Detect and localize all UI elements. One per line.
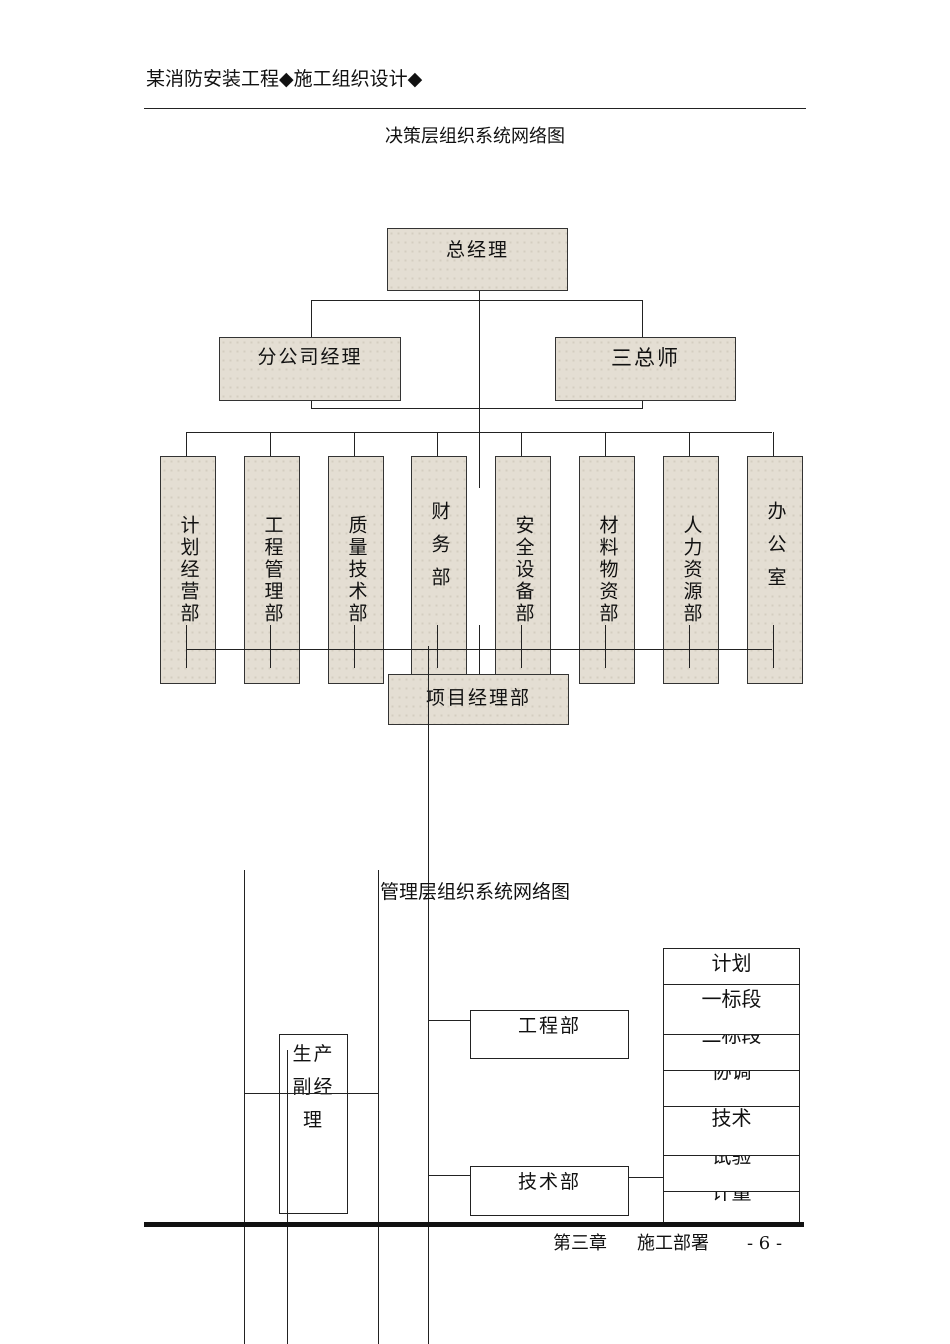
footer: 第三章 施工部署 - 6 -	[553, 1229, 782, 1255]
connector	[773, 625, 774, 668]
connector	[354, 432, 355, 478]
item-label: 计量	[711, 1191, 752, 1204]
connector	[428, 1020, 470, 1021]
dept-column: 质量技术部	[328, 456, 384, 684]
connector	[186, 432, 187, 478]
connector	[773, 432, 774, 478]
connector	[270, 432, 271, 478]
node-branch-manager: 分公司经理	[219, 337, 401, 401]
connector	[244, 870, 245, 1344]
header-rule	[144, 108, 806, 109]
dept-column: 人力资源部	[663, 456, 719, 684]
right-item: 技术	[663, 1106, 800, 1156]
footer-section: 施工部署	[637, 1233, 709, 1254]
dept-label: 安全设备部	[512, 515, 535, 625]
connector	[629, 1177, 663, 1178]
connector	[689, 432, 690, 478]
item-label: 二标段	[701, 1034, 762, 1047]
right-item: 试验	[663, 1155, 800, 1192]
right-item: 一标段	[663, 984, 800, 1035]
footer-page: - 6 -	[747, 1233, 783, 1254]
footer-chapter: 第三章	[553, 1233, 607, 1254]
node-general-manager: 总经理	[387, 228, 568, 291]
dept-column: 工程管理部	[244, 456, 300, 684]
dept-label: 办公室	[764, 500, 787, 600]
right-item: 二标段	[663, 1034, 800, 1071]
connector	[437, 432, 438, 478]
dept-column: 财务部	[411, 456, 467, 684]
node-engineering-dept: 工程部	[470, 1010, 629, 1059]
dept-label: 人力资源部	[680, 515, 703, 625]
connector	[186, 625, 187, 668]
connector	[605, 432, 606, 478]
dept-column: 安全设备部	[495, 456, 551, 684]
connector	[437, 625, 438, 668]
connector	[311, 408, 643, 409]
item-label: 计划	[711, 951, 752, 975]
dept-column: 材料物资部	[579, 456, 635, 684]
connector	[428, 1175, 470, 1176]
right-item: 计划	[663, 948, 800, 985]
dept-column: 办公室	[747, 456, 803, 684]
item-label: 协调	[711, 1070, 752, 1083]
node-label: 项目经理部	[425, 687, 531, 709]
item-label: 技术	[711, 1106, 752, 1130]
connector	[186, 432, 772, 433]
header-title: 某消防安装工程◆施工组织设计◆	[146, 68, 423, 90]
connector	[378, 870, 379, 1344]
connector	[479, 276, 480, 488]
connector	[521, 432, 522, 478]
dept-label: 材料物资部	[596, 515, 619, 625]
connector	[270, 625, 271, 668]
node-technical-dept: 技术部	[470, 1166, 629, 1216]
node-label: 三总师	[611, 346, 680, 370]
item-label: 试验	[711, 1155, 752, 1168]
dept-label: 计划经营部	[177, 515, 200, 625]
node-label: 工程部	[517, 1015, 581, 1037]
chart1-title: 决策层组织系统网络图	[385, 126, 565, 147]
connector	[521, 625, 522, 668]
node-label: 分公司经理	[257, 346, 363, 368]
connector	[689, 625, 690, 668]
dept-column: 计划经营部	[160, 456, 216, 684]
right-item: 协调	[663, 1070, 800, 1107]
node-label: 技术部	[517, 1171, 581, 1193]
node-label: 生产副经理	[292, 1043, 335, 1131]
node-production-deputy: 生产副经理	[279, 1034, 348, 1214]
node-label: 总经理	[445, 239, 509, 261]
chart2-title: 管理层组织系统网络图	[379, 881, 570, 903]
connector	[428, 646, 429, 1344]
connector	[479, 625, 480, 675]
dept-label: 财务部	[428, 500, 451, 600]
right-item: 计量	[663, 1191, 800, 1226]
dept-label: 工程管理部	[261, 515, 284, 625]
connector	[244, 1093, 378, 1094]
connector	[605, 625, 606, 668]
footer-rule	[144, 1222, 804, 1227]
dept-label: 质量技术部	[345, 515, 368, 625]
connector	[311, 300, 643, 301]
node-three-chiefs: 三总师	[555, 337, 736, 401]
connector	[287, 1050, 288, 1344]
node-project-manager-dept: 项目经理部	[388, 674, 569, 725]
item-label: 一标段	[701, 987, 762, 1011]
connector	[354, 625, 355, 668]
